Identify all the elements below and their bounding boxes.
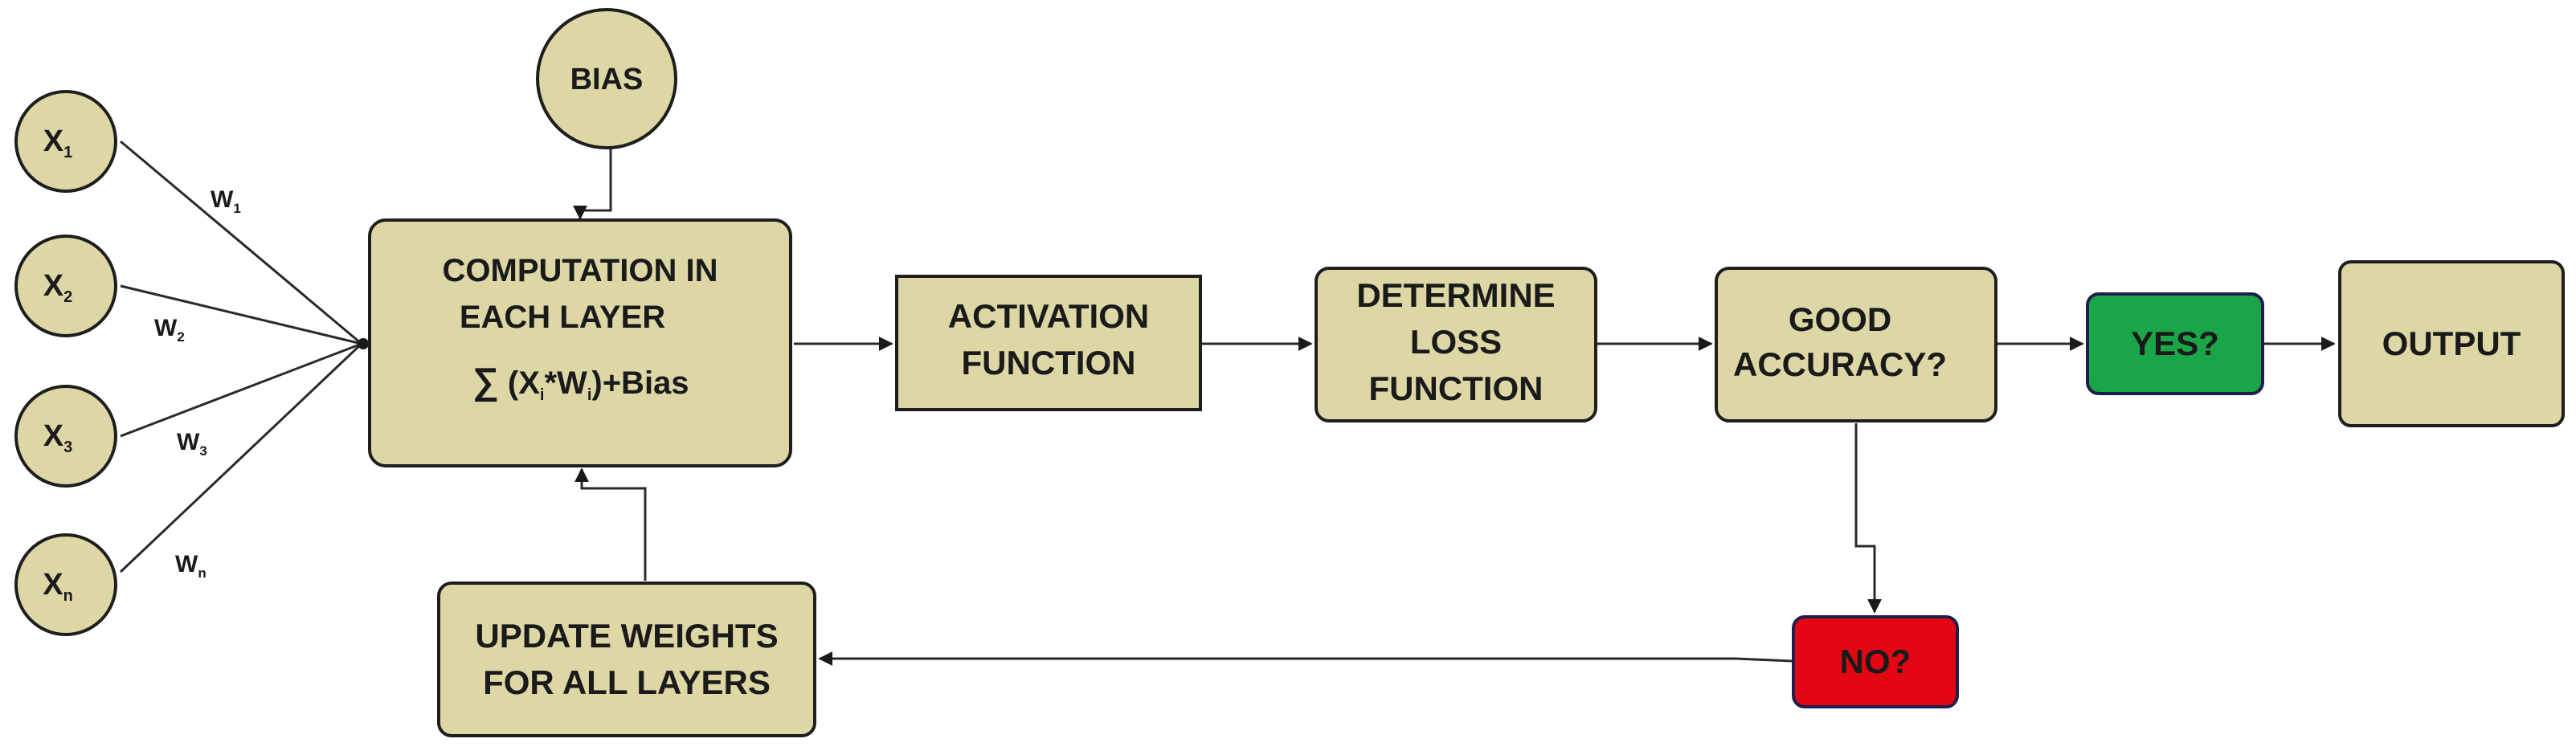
formula-sub-i2: i <box>587 386 592 404</box>
accuracy-line1: GOOD <box>1789 300 1891 338</box>
weight-label-w1: W1 <box>211 186 241 216</box>
svg-text:X1: X1 <box>43 124 72 161</box>
update-line1: UPDATE WEIGHTS <box>475 617 778 655</box>
edge-accuracy-no <box>1854 423 1882 614</box>
weight-wn-sub: n <box>198 565 206 581</box>
formula-sub-i: i <box>540 386 545 404</box>
weight-wn-base: W <box>175 551 198 577</box>
input-x3-base: X <box>43 419 64 453</box>
edge-update-computation <box>574 467 647 581</box>
accuracy-line2: ACCURACY? <box>1733 345 1947 383</box>
bias-label: BIAS <box>570 63 644 96</box>
svg-text:Xn: Xn <box>43 568 73 605</box>
computation-line1: COMPUTATION IN <box>443 253 718 288</box>
computation-formula: ∑ (Xi*Wi)+Bias <box>472 360 689 404</box>
yes-box: YES? <box>2086 292 2264 395</box>
bias-node: BIAS <box>536 8 677 149</box>
weight-label-w2: W2 <box>154 315 185 345</box>
svg-text:X2: X2 <box>43 269 72 306</box>
activation-line1: ACTIVATION <box>948 297 1149 335</box>
output-label: OUTPUT <box>2382 324 2521 362</box>
yes-label: YES? <box>2131 324 2219 362</box>
input-x2-base: X <box>43 269 64 303</box>
input-xn-sub: n <box>63 587 73 605</box>
input-x2-sub: 2 <box>63 288 72 306</box>
activation-line2: FUNCTION <box>962 344 1136 382</box>
update-weights-box: UPDATE WEIGHTS FOR ALL LAYERS <box>437 582 816 737</box>
weight-label-w3: W3 <box>177 429 207 459</box>
formula-part-mid: *W <box>544 365 587 401</box>
loss-line3: FUNCTION <box>1369 369 1544 407</box>
input-x1-sub: 1 <box>63 144 72 161</box>
input-node-x1: X1 <box>14 90 117 193</box>
input-node-xn: Xn <box>14 533 117 636</box>
output-box: OUTPUT <box>2338 260 2565 427</box>
weight-label-wn: Wn <box>175 551 206 581</box>
activation-box: ACTIVATION FUNCTION <box>895 275 1202 411</box>
edge-x2-computation <box>120 284 362 345</box>
weight-w1-base: W <box>211 186 234 213</box>
edge-x1-computation <box>120 140 362 345</box>
loss-line2: LOSS <box>1410 323 1502 361</box>
weight-w2-base: W <box>154 315 178 341</box>
edge-no-update <box>818 651 1793 666</box>
weight-w3-sub: 3 <box>199 443 206 459</box>
connectors <box>119 140 2336 666</box>
computation-line2: EACH LAYER <box>460 300 665 335</box>
weight-w2-sub: 2 <box>177 329 184 345</box>
loss-line1: DETERMINE <box>1356 276 1555 314</box>
no-box: NO? <box>1792 615 1959 708</box>
weight-w3-base: W <box>177 429 200 455</box>
input-junction-dot <box>358 338 369 349</box>
input-x1-base: X <box>43 124 64 158</box>
formula-part-close: )+Bias <box>591 365 689 401</box>
no-label: NO? <box>1840 643 1912 680</box>
loss-box: DETERMINE LOSS FUNCTION <box>1315 267 1597 422</box>
weight-w1-sub: 1 <box>233 201 240 216</box>
input-x3-sub: 3 <box>63 439 72 456</box>
svg-text:X3: X3 <box>43 419 72 456</box>
formula-part-open: (X <box>499 365 540 401</box>
edge-bias-computation <box>573 148 612 220</box>
input-node-x2: X2 <box>14 235 117 337</box>
computation-box: COMPUTATION IN EACH LAYER ∑ (Xi*Wi)+Bias <box>368 218 792 467</box>
edge-xn-computation <box>119 342 363 573</box>
edge-x3-computation <box>120 342 362 438</box>
input-node-x3: X3 <box>14 385 117 488</box>
input-xn-base: X <box>43 568 63 602</box>
update-line2: FOR ALL LAYERS <box>483 663 771 701</box>
accuracy-box: GOOD ACCURACY? <box>1715 267 1997 422</box>
sum-symbol: ∑ <box>472 360 499 402</box>
